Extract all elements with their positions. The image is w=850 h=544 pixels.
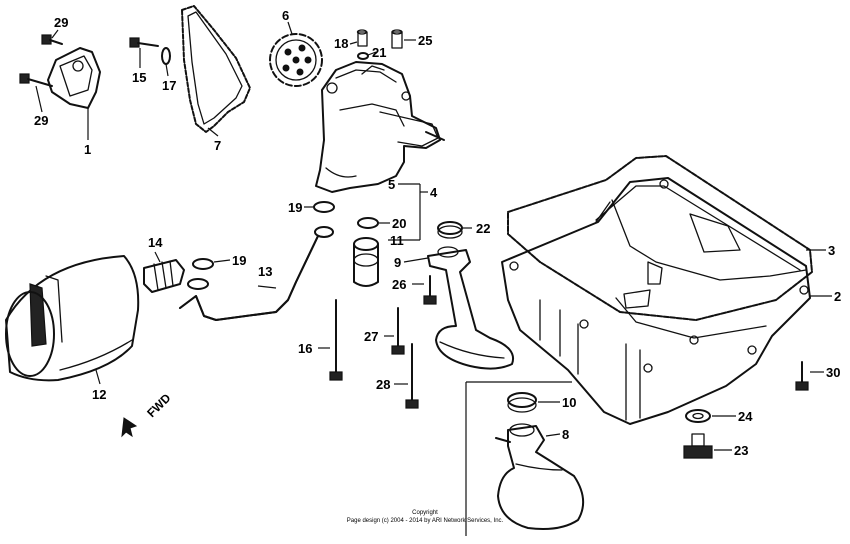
oil-pan-2 (501, 177, 811, 425)
chain-7 (181, 5, 251, 133)
copyright-notice: Copyright Page design (c) 2004 - 2014 by… (347, 510, 504, 524)
leader-lines (35, 21, 832, 536)
callout-23: 23 (734, 443, 748, 458)
callout-30: 30 (826, 365, 840, 380)
copyright-line-1: Copyright (412, 510, 438, 516)
drain-bolt-23 (683, 433, 713, 459)
callout-7: 7 (214, 138, 221, 153)
callout-27: 27 (364, 329, 378, 344)
callout-20: 20 (392, 216, 406, 231)
callout-3: 3 (828, 243, 835, 258)
oil-filter-12 (5, 255, 140, 382)
sleeve-11 (353, 237, 379, 287)
callout-18: 18 (334, 36, 348, 51)
callout-21: 21 (372, 45, 386, 60)
oring-20 (357, 217, 379, 229)
strainer-9 (427, 246, 514, 370)
bolt-26 (423, 275, 437, 305)
callout-6: 6 (282, 8, 289, 23)
callout-9: 9 (394, 255, 401, 270)
copyright-line-2: Page design (c) 2004 - 2014 by ARI Netwo… (347, 518, 504, 524)
oring-21 (357, 52, 369, 60)
callout-22: 22 (476, 221, 490, 236)
callout-1: 1 (84, 142, 91, 157)
bolt-29-upper (41, 34, 63, 45)
callout-29-upper: 29 (54, 15, 68, 30)
bracket-1 (47, 47, 101, 109)
seal-10 (507, 392, 537, 413)
callout-8: 8 (562, 427, 569, 442)
washer-17 (161, 47, 171, 65)
callout-11: 11 (390, 233, 404, 248)
callout-17: 17 (162, 78, 176, 93)
callout-5: 5 (388, 177, 395, 192)
callout-14: 14 (148, 235, 163, 250)
callout-15: 15 (132, 70, 146, 85)
callout-2: 2 (834, 289, 841, 304)
callout-19-upper: 19 (288, 200, 302, 215)
callout-4: 4 (430, 185, 438, 200)
oil-pump-5 (315, 61, 445, 193)
gasket-3 (507, 155, 813, 321)
callout-25: 25 (418, 33, 432, 48)
callout-labels: 29 29 1 15 17 7 6 18 21 25 5 4 19 20 11 … (34, 8, 841, 458)
pin-18 (356, 29, 368, 47)
washer-24 (685, 409, 711, 423)
fitting-14 (143, 259, 185, 293)
callout-13: 13 (258, 264, 272, 279)
strainer-8 (495, 423, 585, 530)
bolt-16 (329, 299, 343, 381)
bolt-28 (405, 343, 419, 409)
callout-28: 28 (376, 377, 390, 392)
bolt-27 (391, 307, 405, 355)
callout-10: 10 (562, 395, 576, 410)
pipe-13 (179, 226, 334, 321)
fwd-label: FWD (144, 391, 173, 420)
sprocket-6 (269, 33, 323, 87)
oring-19-upper (313, 201, 335, 213)
callout-24: 24 (738, 409, 753, 424)
bolt-29-lower (19, 73, 53, 87)
pin-25 (391, 29, 403, 49)
oring-19-lower (192, 258, 214, 270)
callout-19-lower: 19 (232, 253, 246, 268)
bolt-15 (129, 37, 159, 48)
bolt-30 (795, 361, 809, 391)
callout-16: 16 (298, 341, 312, 356)
callout-26: 26 (392, 277, 406, 292)
callout-29-lower: 29 (34, 113, 48, 128)
callout-12: 12 (92, 387, 106, 402)
fwd-arrow: FWD (121, 391, 174, 438)
seal-22 (437, 221, 463, 239)
